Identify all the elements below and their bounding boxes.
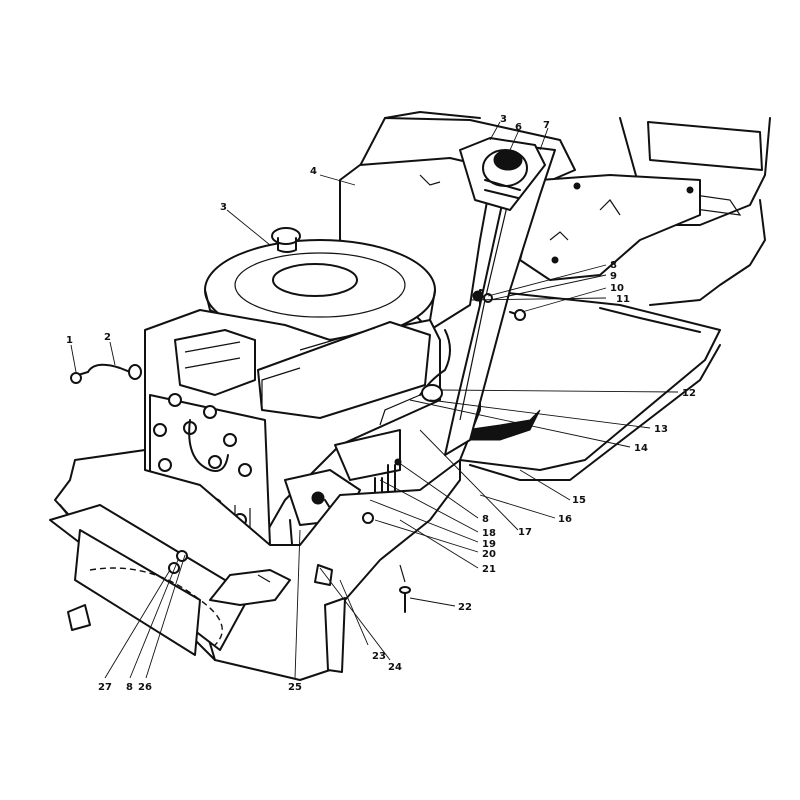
callout-11: 11 xyxy=(616,294,630,305)
frame-side-plate xyxy=(519,174,701,281)
callout-21: 21 xyxy=(482,564,496,575)
bolt-22 xyxy=(399,586,411,613)
callout-18: 18 xyxy=(482,528,496,539)
callout-7: 7 xyxy=(543,120,550,131)
callout-23: 23 xyxy=(372,651,386,662)
callout-22: 22 xyxy=(458,602,472,613)
leader-lines xyxy=(70,121,679,679)
callout-14: 14 xyxy=(634,443,648,454)
callout-24: 24 xyxy=(388,662,402,673)
callout-8-c: 8 xyxy=(126,682,133,693)
callout-labels: 1 2 3 3 4 6 7 8 9 10 11 12 13 14 15 16 1… xyxy=(66,114,696,693)
callout-27: 27 xyxy=(98,682,112,693)
callout-3-upper: 3 xyxy=(500,114,507,125)
callout-19: 19 xyxy=(482,539,496,550)
callout-6: 6 xyxy=(515,122,522,133)
callout-8-b: 8 xyxy=(482,514,489,525)
callout-2: 2 xyxy=(104,332,111,343)
fuel-cap xyxy=(459,137,546,211)
hardware xyxy=(70,290,526,583)
callout-17: 17 xyxy=(518,527,532,538)
callout-8-a: 8 xyxy=(610,260,617,271)
callout-15: 15 xyxy=(572,495,586,506)
callout-13: 13 xyxy=(654,424,668,435)
callout-20: 20 xyxy=(482,549,496,560)
engine-air-cleaner xyxy=(204,227,436,344)
callout-16: 16 xyxy=(558,514,572,525)
callout-10: 10 xyxy=(610,283,624,294)
callout-26: 26 xyxy=(138,682,152,693)
callout-12: 12 xyxy=(682,388,696,399)
callout-1: 1 xyxy=(66,335,73,346)
fuel-line xyxy=(379,329,451,426)
front-body xyxy=(49,449,461,681)
callout-25: 25 xyxy=(288,682,302,693)
callout-3-engine: 3 xyxy=(220,202,227,213)
callout-4: 4 xyxy=(310,166,317,177)
callout-9: 9 xyxy=(610,271,617,282)
